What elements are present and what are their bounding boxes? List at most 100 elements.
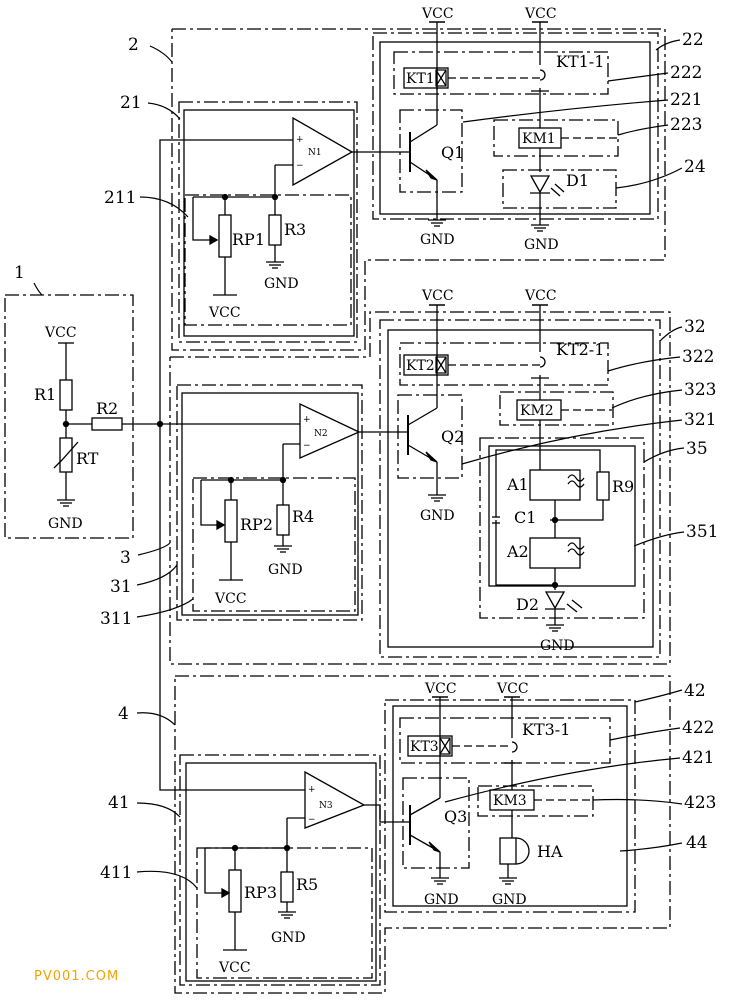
- r5-resistor: [280, 871, 294, 903]
- r9-resistor: [596, 471, 610, 501]
- vcc-label: VCC: [524, 6, 557, 22]
- vcc-label: VCC: [524, 288, 557, 304]
- kt1-label: KT1: [406, 71, 435, 87]
- block-41-outline: [179, 754, 381, 986]
- gnd-label: GND: [48, 516, 83, 532]
- ref-24: 24: [684, 157, 706, 177]
- q2-label: Q2: [441, 427, 464, 446]
- block-211-outline: [184, 194, 352, 326]
- block-222-outline: [393, 51, 609, 95]
- ref-42: 42: [684, 681, 706, 701]
- ref-421: 421: [682, 748, 714, 768]
- vcc-label: VCC: [44, 325, 77, 341]
- ref-32: 32: [684, 317, 706, 337]
- block-3-outline: [169, 311, 671, 665]
- ref-31: 31: [110, 577, 132, 597]
- ref-323: 323: [684, 380, 716, 400]
- n3-label: N3: [319, 801, 333, 811]
- block-221-outline: [399, 109, 463, 193]
- svg-text:−: −: [303, 441, 311, 451]
- block-2-circuit: [192, 21, 618, 296]
- block-4-outline: [174, 675, 671, 994]
- kt2-1-label: KT2-1: [556, 340, 604, 359]
- km2-label: KM2: [520, 403, 554, 419]
- rp2-potentiometer: [224, 499, 238, 543]
- n1-label: N1: [308, 148, 322, 158]
- ref-223: 223: [670, 115, 702, 135]
- ha-buzzer: [499, 837, 517, 865]
- block-322-outline: [399, 342, 609, 386]
- r2-resistor: [91, 417, 123, 431]
- block-323-outline: [499, 391, 614, 426]
- vcc-label: VCC: [214, 591, 247, 607]
- rp1-potentiometer: [218, 214, 232, 258]
- r3-label: R3: [284, 220, 306, 239]
- d1-label: D1: [566, 171, 589, 190]
- gnd-label: GND: [420, 232, 455, 248]
- svg-text:+: +: [303, 415, 311, 425]
- gnd-label: GND: [420, 508, 455, 524]
- reference-numbers: 1 2 21 211 22 222 221 223 24 3 31 311 32…: [14, 30, 718, 883]
- r9-label: R9: [612, 477, 634, 496]
- block-421-outline: [402, 777, 470, 869]
- block-311-outline: [192, 477, 356, 612]
- ref-44: 44: [686, 833, 708, 853]
- r1-resistor: [59, 379, 73, 411]
- comparator-n2: [299, 402, 361, 459]
- comparator-n1: [292, 116, 354, 187]
- block-4-circuit: [204, 696, 593, 951]
- gnd-label: GND: [268, 562, 303, 578]
- block-22-outline: [372, 32, 659, 220]
- block-31-outline: [176, 384, 363, 621]
- ref-422: 422: [682, 718, 714, 738]
- kt3-1-label: KT3-1: [522, 720, 570, 739]
- block-423-outline: [477, 785, 594, 817]
- r5-label: R5: [296, 875, 318, 894]
- a1-label: A1: [506, 475, 529, 494]
- block-24-outline: [502, 169, 617, 209]
- ref-41: 41: [108, 793, 130, 813]
- block-223-outline: [493, 119, 619, 157]
- gnd-label: GND: [540, 638, 575, 654]
- r3-resistor: [268, 214, 282, 246]
- rp3-label: RP3: [244, 883, 277, 902]
- vcc-label: VCC: [424, 681, 457, 697]
- kt2-label: KT2: [406, 358, 435, 374]
- gnd-label: GND: [524, 237, 559, 253]
- ref-321: 321: [684, 410, 716, 430]
- comparator-n3: [304, 770, 366, 829]
- km1-label: KM1: [522, 131, 556, 147]
- kt1-1-label: KT1-1: [556, 52, 604, 71]
- ha-label: HA: [537, 842, 563, 861]
- rp3-potentiometer: [228, 869, 242, 913]
- sensor-circuit: [53, 342, 160, 507]
- component-labels: VCC R1 R2 RT GND N1 + − RP1 R3 GND VCC V…: [34, 6, 634, 976]
- block-2-outline: [171, 28, 666, 351]
- svg-text:−: −: [308, 815, 316, 825]
- vcc-label: VCC: [208, 305, 241, 321]
- r4-label: R4: [292, 507, 314, 526]
- ref-322: 322: [682, 347, 714, 367]
- ref-22: 22: [682, 30, 704, 50]
- ref-21: 21: [120, 93, 142, 113]
- block-3-circuit: [200, 304, 612, 632]
- d2-label: D2: [516, 595, 539, 614]
- q1-label: Q1: [441, 143, 464, 162]
- ref-1: 1: [14, 263, 25, 283]
- block-42-outline: [384, 699, 636, 913]
- ref-3: 3: [120, 548, 131, 568]
- block-21-outline: [178, 101, 358, 343]
- svg-text:−: −: [296, 161, 304, 171]
- ref-222: 222: [670, 63, 702, 83]
- ref-411: 411: [100, 863, 132, 883]
- ref-351: 351: [686, 522, 718, 542]
- d1-led: [529, 175, 551, 194]
- r4-resistor: [276, 504, 290, 536]
- relay-x-marks: [435, 69, 585, 755]
- block-321-outline: [397, 394, 463, 479]
- block-32-outline: [379, 319, 661, 658]
- n2-label: N2: [314, 429, 328, 439]
- ref-2: 2: [128, 35, 139, 55]
- a2-label: A2: [506, 542, 529, 561]
